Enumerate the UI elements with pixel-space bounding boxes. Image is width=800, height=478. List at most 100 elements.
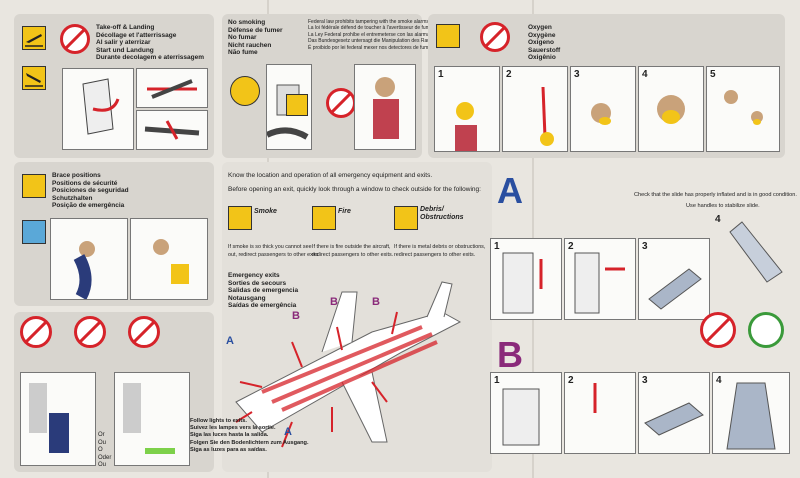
step-number: 1 [494, 241, 500, 252]
oxygen-panel: Oxygen Oxygène Oxígeno Sauerstoff Oxigên… [428, 14, 785, 158]
door-b-marker: B [292, 310, 300, 322]
oxygen-line: Sauerstoff [528, 46, 561, 54]
attendant-illustration [354, 64, 416, 150]
follow-lights-text: Folgen Sie den Bodenlichtern zum Ausgang… [190, 439, 309, 446]
no-smoking-title: No smoking [228, 19, 266, 26]
oxygen-step-4: 4 [638, 66, 704, 152]
no-tamper-icon [286, 94, 308, 116]
brace-landing-icon [22, 174, 46, 198]
step-number: 4 [715, 214, 721, 225]
no-seatbelt-sign-icon [60, 24, 90, 54]
step-number: 2 [568, 375, 574, 386]
fire-text: If there is fire outside the aircraft, [312, 244, 391, 250]
smoke-detector-icon [230, 76, 260, 106]
door-a-letter: A [497, 170, 523, 211]
oxygen-step-5: 5 [706, 66, 780, 152]
door-b-step-1: 1 [490, 372, 562, 454]
brace-title: Brace positions [52, 172, 101, 179]
follow-lights-text: Follow lights to exits. [190, 418, 247, 424]
door-b-step-3: 3 [638, 372, 710, 454]
oxygen-step-3: 3 [570, 66, 636, 152]
brace-line: Posição de emergência [52, 202, 125, 210]
fire-label: Fire [338, 208, 351, 215]
no-smoking-line: No fumar [228, 34, 257, 42]
slide-check-text: Check that the slide has properly inflat… [634, 192, 797, 198]
step-number: 2 [506, 69, 512, 80]
door-a-step-2: 2 [564, 238, 636, 320]
landing-icon [22, 66, 46, 90]
emergency-exits-line: Sorties de secours [228, 279, 287, 287]
emergency-exits-line: Saídas de emergência [228, 302, 297, 310]
smoke-text: out, redirect passengers to other exits. [228, 251, 320, 258]
law-text: Das Bundesgesetz untersagt die Manipulat… [308, 38, 452, 45]
follow-lights-text: Siga as luzes para as saídas. [190, 446, 267, 453]
no-smoking-panel: No smoking Défense de fumer No fumar Nic… [222, 14, 454, 158]
smoke-window-icon [228, 206, 252, 230]
door-b-marker: B [372, 296, 380, 308]
no-smoking-sign-icon [326, 88, 356, 118]
door-b-step-4: 4 [712, 372, 790, 454]
law-text: La Ley Federal prohíbe el entremeterse c… [308, 31, 455, 38]
smoke-label: Smoke [254, 208, 277, 215]
or-text: Ou [98, 462, 107, 469]
debris-label: Debris/ [420, 206, 444, 213]
brace-adult-illustration [50, 218, 128, 300]
or-text: O [98, 447, 103, 454]
door-b-marker: B [330, 296, 338, 308]
slide-handles-text: Use handles to stabilize slide. [686, 203, 760, 209]
emergency-exits-line: Notausgang [228, 294, 266, 302]
takeoff-line: Décollage et l'atterrissage [96, 31, 177, 39]
water-landing-icon [22, 220, 46, 244]
or-text: Or [98, 432, 105, 438]
seatbelt-illustration [136, 110, 208, 150]
aircraft-exit-diagram [235, 281, 462, 448]
debris-text: redirect passengers to other exits. [394, 251, 476, 258]
emergency-exits-line: Salidas de emergencia [228, 287, 299, 295]
exits-before: Before opening an exit, quickly look thr… [228, 186, 481, 193]
debris-text: If there is metal debris or obstructions… [394, 244, 486, 250]
fire-window-icon [312, 206, 336, 230]
step-number: 3 [574, 69, 580, 80]
no-smoking-oxygen-icon [480, 22, 510, 52]
oxygen-title: Oxygen [528, 24, 552, 31]
step-number: 2 [568, 241, 574, 252]
brace-panel: Brace positions Positions de sécurité Po… [14, 162, 214, 306]
step-number: 1 [494, 375, 500, 386]
oxygen-icon [436, 24, 460, 48]
no-smoking-line: Não fume [228, 49, 258, 57]
debris-label: Obstructions [420, 214, 464, 221]
oxygen-line: Oxygène [528, 31, 556, 39]
brace-line: Positions de sécurité [52, 179, 118, 187]
oxygen-step-2: 2 [502, 66, 568, 152]
no-luggage-slide-icon [700, 312, 736, 348]
door-a-marker: A [226, 335, 234, 347]
brace-line: Schutzhalten [52, 194, 93, 202]
debris-window-icon [394, 206, 418, 230]
aisle-lights-illustration [114, 372, 190, 466]
law-text: La loi fédérale défend de toucher à l'av… [308, 25, 437, 32]
no-smoking-icon [20, 316, 52, 348]
step-number: 4 [716, 375, 722, 386]
no-smoking-line: Nicht rauchen [228, 41, 272, 49]
brace-line: Posiciones de seguridad [52, 187, 129, 195]
step-number: 1 [438, 69, 444, 80]
or-text: Ou [98, 439, 107, 446]
oxygen-line: Oxigênio [528, 54, 556, 62]
oxygen-line: Oxígeno [528, 39, 555, 47]
door-a-step-3: 3 [638, 238, 710, 320]
takeoff-line: Durante decolagem e aterrissagem [96, 54, 205, 62]
jump-slide-icon [748, 312, 784, 348]
exits-intro: Know the location and operation of all e… [228, 172, 433, 179]
tray-table-illustration [136, 68, 208, 108]
door-b-step-2: 2 [564, 372, 636, 454]
brace-child-illustration [130, 218, 208, 300]
takeoff-line: Al salir y aterrizar [96, 39, 151, 47]
law-text: Federal law prohibits tampering with the… [308, 19, 431, 25]
fire-text: redirect passengers to other exits. [312, 251, 394, 258]
step-number: 5 [710, 69, 716, 80]
door-b-letter: B [497, 334, 523, 375]
aisle-dark-illustration [20, 372, 96, 466]
takeoff-title: Take-off & Landing [96, 24, 155, 31]
door-a-step-4: 4 [712, 212, 788, 288]
